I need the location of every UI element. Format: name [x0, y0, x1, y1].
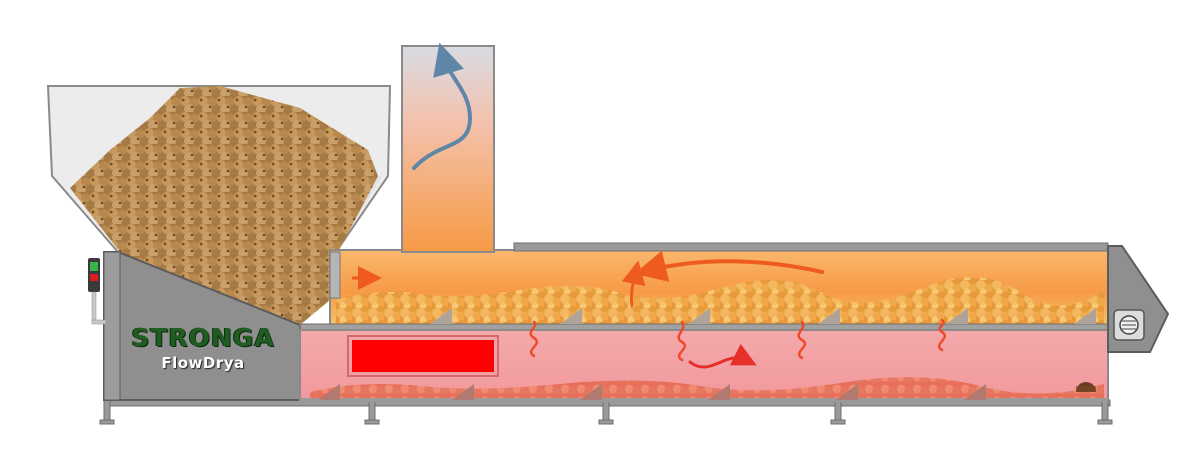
- heat-wave-icon: [529, 318, 947, 362]
- brand-label: STRONGA FlowDrya: [128, 325, 278, 373]
- heat-flow-arrow-icon: [634, 250, 824, 282]
- conveyor-belt-lower: [300, 398, 1108, 402]
- brand-name: STRONGA: [131, 323, 275, 352]
- support-frame: [99, 399, 1113, 425]
- heater-element: [347, 335, 499, 377]
- heat-rise-arrow-icon: [621, 260, 646, 308]
- exhaust-arrow-icon: [412, 42, 473, 170]
- belt-flights-upper: [430, 308, 1096, 324]
- discharge-port: [1076, 382, 1096, 392]
- indicator-light-icon: [88, 258, 107, 325]
- belt-flights-lower: [318, 384, 986, 400]
- fan-icon: [1113, 309, 1145, 341]
- product-name: FlowDrya: [161, 354, 245, 372]
- pellet-pile-hopper: [70, 86, 378, 325]
- heat-flow-arrow-lower-icon: [688, 343, 757, 369]
- exhaust-chimney: [401, 45, 495, 253]
